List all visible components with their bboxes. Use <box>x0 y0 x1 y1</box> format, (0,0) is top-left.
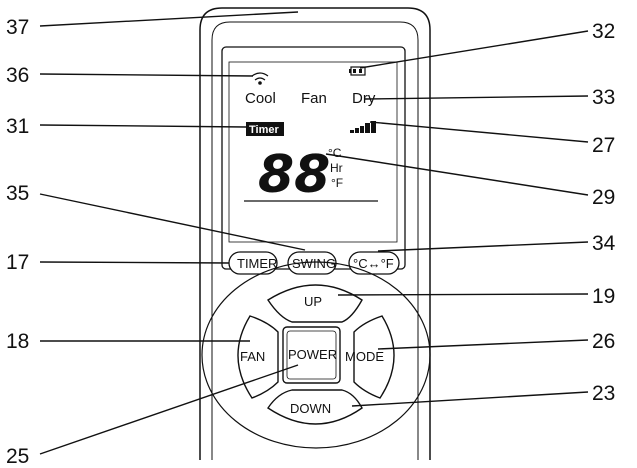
leader-37 <box>39 11 299 27</box>
callout-23: 23 <box>592 382 615 405</box>
remote-body <box>199 7 431 460</box>
callout-27: 27 <box>592 134 615 157</box>
callout-35: 35 <box>6 182 29 205</box>
leader-17 <box>39 261 230 264</box>
leader-31 <box>39 124 247 128</box>
dpad <box>201 261 431 449</box>
up-button-label: UP <box>304 294 322 309</box>
timer-label: Timer <box>249 124 279 136</box>
wifi-icon <box>251 72 269 85</box>
unit-celsius: °C <box>328 146 342 160</box>
battery-icon <box>349 66 366 76</box>
lcd-mode-dry: Dry <box>352 90 376 107</box>
callout-37: 37 <box>6 16 29 39</box>
temp-unit-button-label: °C↔°F <box>353 256 394 271</box>
leader-35 <box>39 193 306 251</box>
lcd-mode-fan: Fan <box>301 90 327 107</box>
callout-29: 29 <box>592 186 615 209</box>
power-button[interactable]: POWER <box>282 326 341 384</box>
callout-numbers: 37 32 36 33 31 27 29 35 17 34 19 18 26 2… <box>6 16 616 468</box>
leader-19 <box>337 293 589 296</box>
leader-36 <box>39 73 254 77</box>
leader-29 <box>325 153 589 196</box>
lcd-inner <box>228 61 398 243</box>
mode-button-label: MODE <box>345 349 384 364</box>
unit-hour: Hr <box>330 161 343 175</box>
lcd-mode-cool: Cool <box>245 90 276 107</box>
timer-button[interactable]: TIMER <box>228 251 278 275</box>
leader-32 <box>359 30 589 69</box>
lcd-temperature-digits: 88 <box>258 145 330 205</box>
callout-33: 33 <box>592 86 615 109</box>
callout-36: 36 <box>6 64 29 87</box>
down-button-label: DOWN <box>290 401 331 416</box>
callout-17: 17 <box>6 251 29 274</box>
callout-32: 32 <box>592 20 615 43</box>
callout-26: 26 <box>592 330 615 353</box>
up-button[interactable]: UP <box>267 284 363 323</box>
fan-button[interactable]: FAN <box>237 315 279 399</box>
fan-button-label: FAN <box>240 349 265 364</box>
down-button[interactable]: DOWN <box>267 389 363 425</box>
timer-button-label: TIMER <box>237 256 277 271</box>
fan-speed-bars-icon <box>350 121 376 133</box>
leader-34 <box>377 241 589 252</box>
swing-button-label: SWING <box>292 256 336 271</box>
leader-33 <box>364 95 589 100</box>
lcd-screen: Cool Fan Dry Timer 88 °C Hr °F <box>221 46 406 270</box>
timer-badge <box>246 122 284 136</box>
callout-25: 25 <box>6 445 29 468</box>
temp-unit-button[interactable]: °C↔°F <box>348 251 400 275</box>
leader-27 <box>369 121 589 143</box>
power-button-label: POWER <box>288 347 337 362</box>
leader-23 <box>351 391 589 407</box>
leader-lines <box>39 11 589 455</box>
callout-31: 31 <box>6 115 29 138</box>
leader-26 <box>377 339 589 350</box>
leader-25 <box>39 364 299 455</box>
dpad-outer-ring <box>201 261 431 449</box>
callout-19: 19 <box>592 285 615 308</box>
callout-18: 18 <box>6 330 29 353</box>
unit-fahrenheit: °F <box>331 176 343 190</box>
callout-34: 34 <box>592 232 616 255</box>
mode-button[interactable]: MODE <box>345 315 395 399</box>
